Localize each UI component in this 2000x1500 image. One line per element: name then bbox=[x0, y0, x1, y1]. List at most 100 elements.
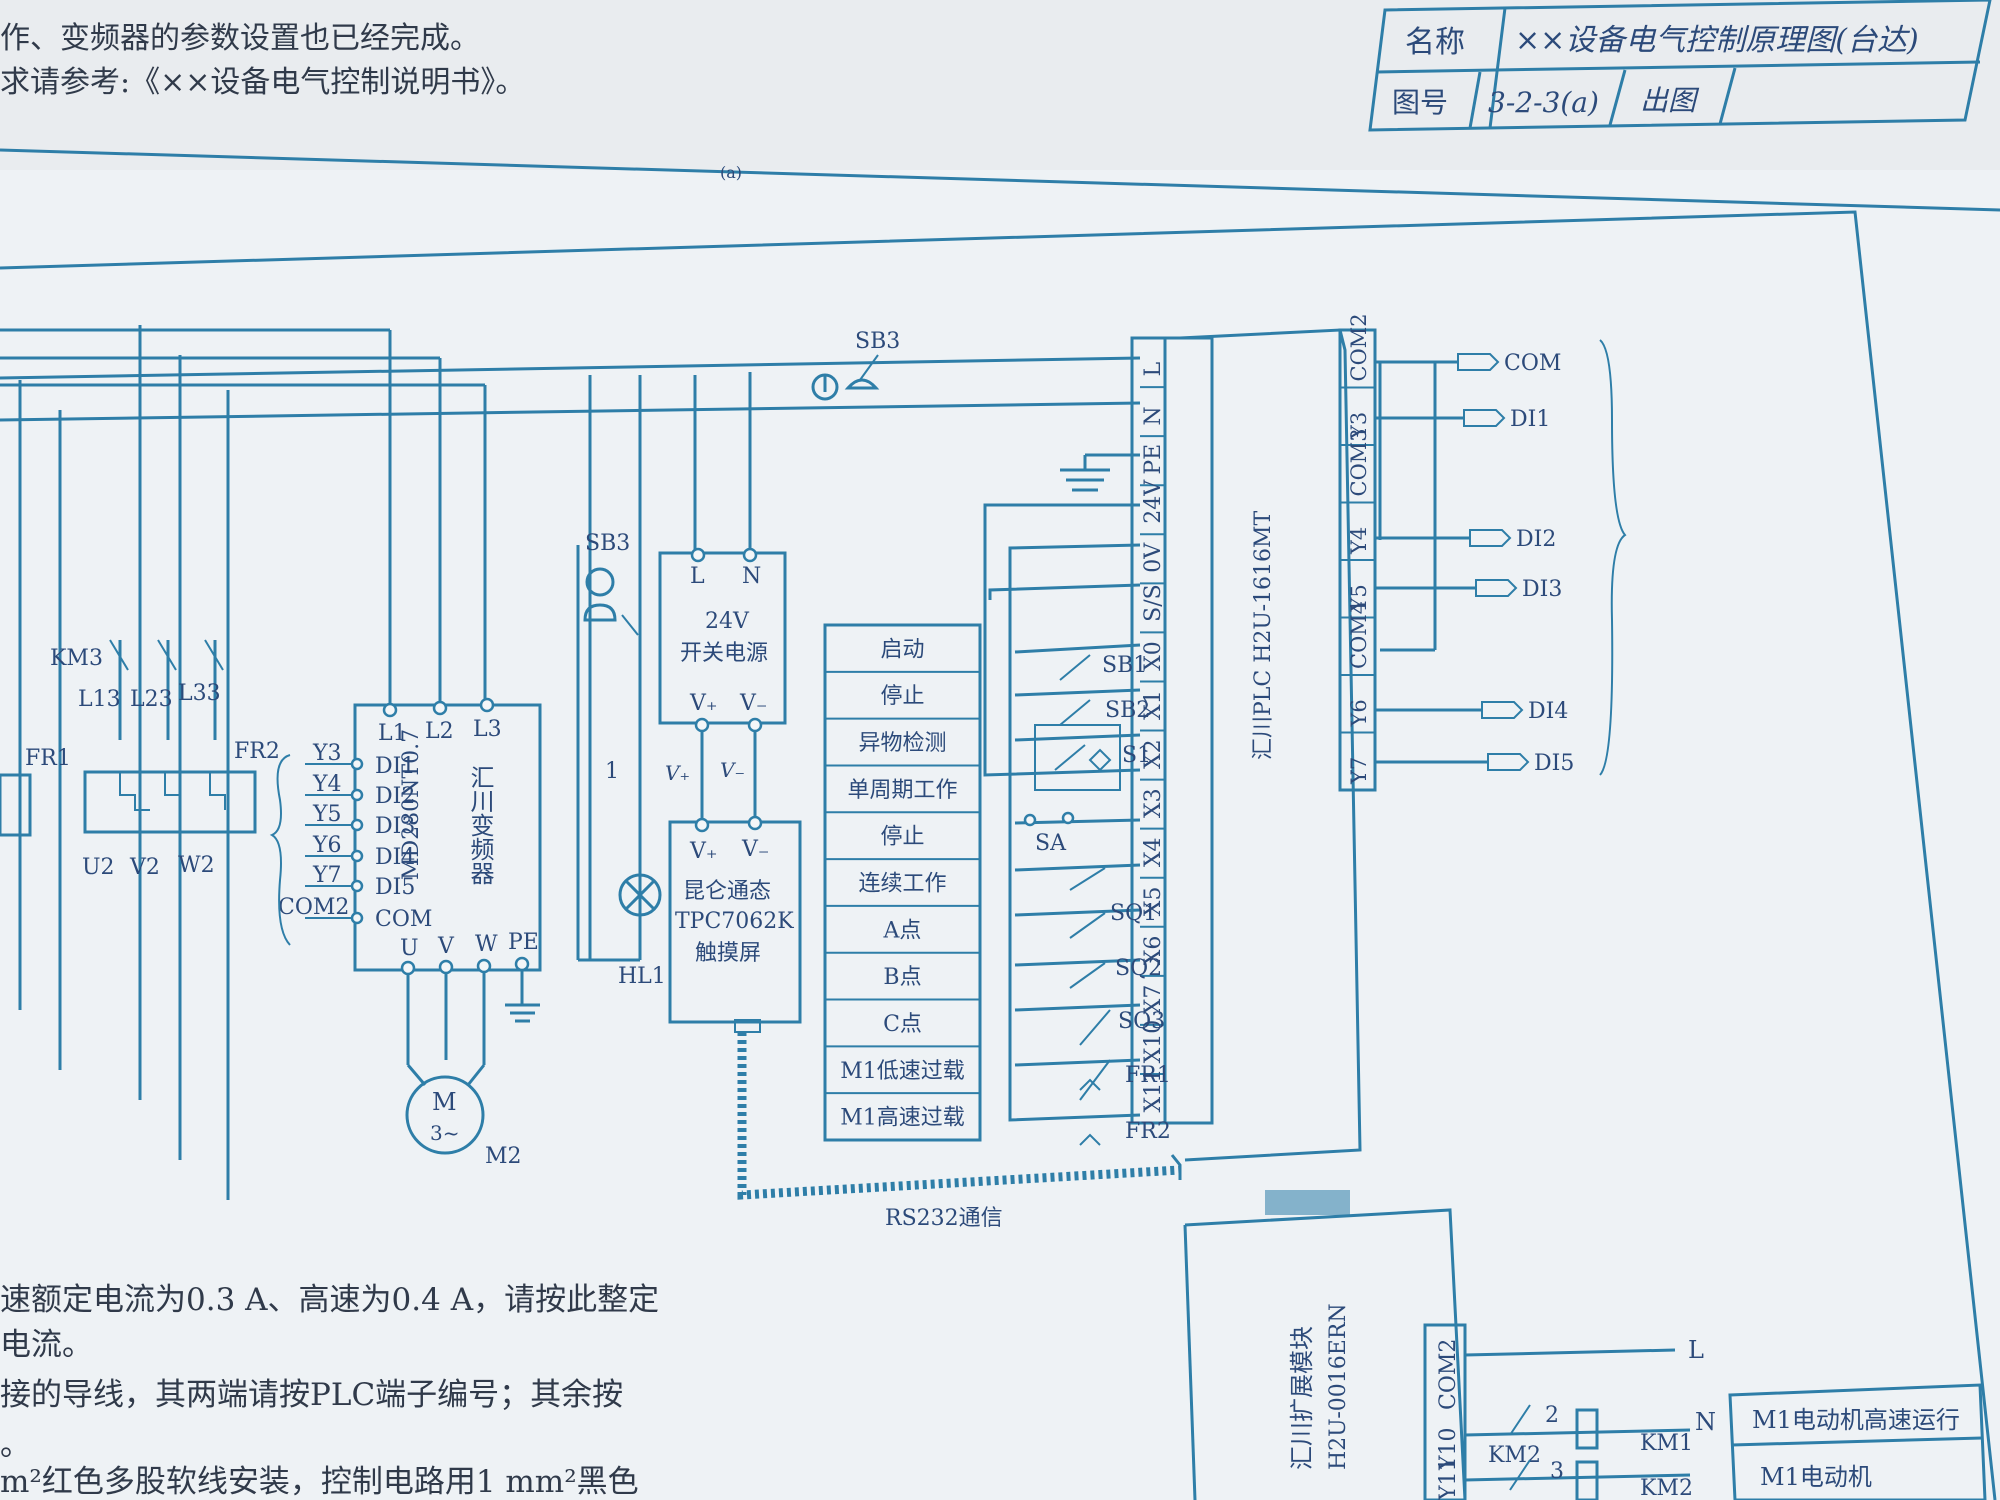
hl1-lamp-icon bbox=[618, 873, 662, 917]
plc-terminal-x1: X1 bbox=[1141, 690, 1166, 720]
plc-terminal-x11: X11 bbox=[1141, 1069, 1166, 1113]
hmi-button-4[interactable]: 停止 bbox=[880, 825, 924, 850]
output-arrow-icon bbox=[1463, 409, 1506, 427]
fr2-thermal-relay: FR1 FR2 U2 V2 W2 bbox=[0, 739, 280, 880]
plc-terminal-x10: X10 bbox=[1141, 1020, 1166, 1064]
psu-vm: V₋ bbox=[739, 691, 768, 716]
plc-output-di3: DI3 bbox=[1522, 577, 1562, 602]
sb3-left-label: SB3 bbox=[585, 531, 630, 556]
plc-terminal-24v: 24V bbox=[1141, 479, 1166, 524]
ext-n: N bbox=[1695, 1408, 1716, 1436]
inverter-l1: L1 bbox=[378, 721, 407, 746]
plc-output-di2: DI2 bbox=[1516, 527, 1556, 552]
sb1-label: SB1 bbox=[1102, 653, 1147, 678]
u2-label: U2 bbox=[82, 855, 115, 880]
fr1-label: FR1 bbox=[25, 746, 71, 771]
inv-y4: Y4 bbox=[312, 772, 342, 797]
hmi-button-8[interactable]: C点 bbox=[883, 1012, 922, 1037]
hmi-vp: V₊ bbox=[689, 839, 718, 864]
inverter-di2: DI2 bbox=[375, 784, 415, 809]
km3-contactor: KM3 L13 L23 L33 bbox=[50, 639, 224, 740]
hmi-button-7[interactable]: B点 bbox=[883, 965, 921, 990]
inv-com2: COM2 bbox=[278, 895, 349, 920]
plc-terminal-x0: X0 bbox=[1141, 641, 1166, 671]
plc-output-di1: DI1 bbox=[1510, 407, 1550, 432]
plc-output-di4: DI4 bbox=[1528, 699, 1568, 724]
hmi-button-1[interactable]: 停止 bbox=[880, 684, 924, 709]
v2-label: V2 bbox=[129, 855, 160, 880]
inverter-v: V bbox=[437, 934, 455, 959]
w2-label: W2 bbox=[178, 853, 215, 878]
sq3-label: SQ3 bbox=[1118, 1009, 1165, 1034]
hmi-t1: 昆仑通态 bbox=[683, 879, 771, 904]
top-text-line1: 作、变频器的参数设置也已经完成。 bbox=[0, 21, 480, 56]
plc-terminal-0v: 0V bbox=[1141, 542, 1166, 573]
plc-out-terminal-y4: Y4 bbox=[1347, 527, 1371, 555]
hmi-button-9[interactable]: M1低速过载 bbox=[840, 1059, 965, 1084]
inverter-di3: DI3 bbox=[375, 814, 415, 839]
plc-terminal-x4: X4 bbox=[1141, 837, 1166, 867]
sa-label: SA bbox=[1035, 831, 1067, 856]
hmi-button-3[interactable]: 单周期工作 bbox=[847, 778, 957, 803]
l23-label: L23 bbox=[130, 687, 173, 712]
sw-fr1-label: FR1 bbox=[1125, 1063, 1171, 1088]
psu-title1: 24V bbox=[705, 609, 750, 634]
motor-m2: M 3~ M2 bbox=[405, 972, 522, 1169]
ext-title2: H2U-0016ERN bbox=[1326, 1303, 1351, 1470]
sb3-top-label: SB3 bbox=[855, 329, 900, 354]
sw-fr2-label: FR2 bbox=[1125, 1119, 1171, 1144]
inverter-title2: MD280NT0.7 bbox=[399, 729, 424, 880]
hmi-button-6[interactable]: A点 bbox=[883, 918, 922, 943]
plc-out-terminal-y6: Y6 bbox=[1347, 699, 1371, 727]
ext-n2: 2 bbox=[1545, 1403, 1559, 1428]
plc-out-terminal-com2: COM2 bbox=[1347, 313, 1371, 381]
plc-terminal-x7: X7 bbox=[1141, 985, 1166, 1015]
psu-n: N bbox=[742, 564, 761, 589]
plc-pe-ground bbox=[1060, 453, 1140, 492]
inverter-w: W bbox=[475, 932, 498, 957]
ext-label1: M1电动机高速运行 bbox=[1752, 1406, 1960, 1434]
drawing-frame bbox=[0, 210, 1997, 1500]
plc-terminal-x6: X6 bbox=[1141, 936, 1166, 966]
hl1-label: HL1 bbox=[618, 964, 666, 989]
plc-terminal-pe: PE bbox=[1141, 444, 1166, 475]
expansion-module: 汇川扩展模块 H2U-0016ERN COM2 Y10 Y11 L 2 KM2 … bbox=[1183, 1190, 1987, 1500]
inverter-l2: L2 bbox=[425, 719, 454, 744]
title-name-value: ××设备电气控制原理图(台达) bbox=[1515, 23, 1919, 58]
sb3-top[interactable]: SB3 bbox=[811, 329, 900, 401]
inv-y5: Y5 bbox=[312, 802, 342, 827]
bottom-text-line1: 速额定电流为0.3 A、高速为0.4 A，请按此整定 bbox=[0, 1282, 659, 1318]
sb3-left-and-hl1: SB3 1 HL1 bbox=[576, 375, 666, 989]
inverter-di1: DI1 bbox=[375, 754, 415, 779]
hmi-button-0[interactable]: 启动 bbox=[880, 637, 924, 662]
plc-title: 汇川PLC H2U-1616MT bbox=[1251, 510, 1276, 760]
motor-name: M2 bbox=[485, 1144, 522, 1169]
output-arrow-icon bbox=[1475, 579, 1518, 597]
psu-vp: V₊ bbox=[689, 691, 718, 716]
output-arrow-icon bbox=[1487, 753, 1530, 771]
ext-label2: M1电动机 bbox=[1760, 1463, 1872, 1491]
plc-terminal-n: N bbox=[1141, 406, 1166, 425]
psu-24v: L N 24V 开关电源 V₊ V₋ V₊ V₋ bbox=[658, 372, 787, 822]
hmi-button-2[interactable]: 异物检测 bbox=[858, 731, 946, 756]
psu-title2: 开关电源 bbox=[680, 641, 768, 666]
inverter-u: U bbox=[400, 936, 419, 961]
ext-y11: Y11 bbox=[1436, 1457, 1461, 1500]
psu-l: L bbox=[690, 564, 705, 589]
hmi-button-10[interactable]: M1高速过载 bbox=[840, 1106, 965, 1131]
wire-vm: V₋ bbox=[720, 758, 745, 782]
l13-label: L13 bbox=[78, 687, 121, 712]
plc-terminal-x5: X5 bbox=[1141, 887, 1166, 917]
ext-title1: 汇川扩展模块 bbox=[1288, 1326, 1316, 1470]
plc-terminal-x3: X3 bbox=[1141, 788, 1166, 818]
hmi-button-5[interactable]: 连续工作 bbox=[858, 872, 946, 897]
plc: 汇川PLC H2U-1616MT bbox=[1130, 328, 1377, 1162]
ext-km2b: KM2 bbox=[1640, 1476, 1693, 1500]
inverter-title1: 汇川变频器 bbox=[466, 765, 494, 885]
bottom-text-line4: 。 bbox=[0, 1427, 31, 1463]
sq1-label: SQ1 bbox=[1110, 901, 1157, 926]
plc-out-terminal-y5: Y5 bbox=[1347, 584, 1371, 612]
